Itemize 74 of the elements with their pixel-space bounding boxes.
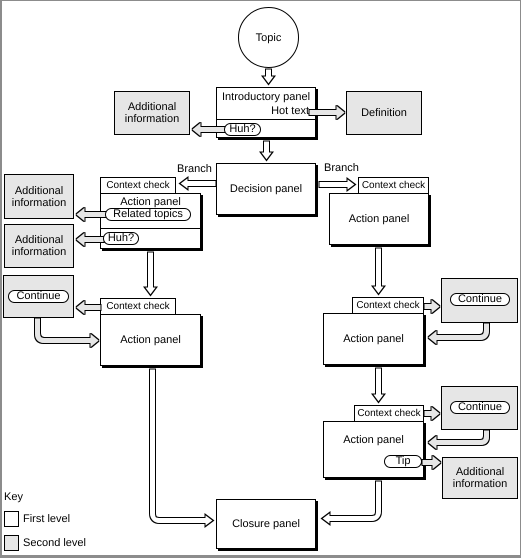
arrow: [259, 140, 274, 162]
box-label: Additional information: [124, 101, 180, 125]
arrow: [320, 480, 382, 526]
arrow: [149, 368, 214, 528]
shaded-box: [4, 174, 74, 219]
shaded-box: [442, 457, 518, 499]
shaded-box: [346, 91, 422, 135]
pill-button: Related topics: [105, 208, 191, 221]
hot-text: Hot text: [271, 104, 309, 117]
arrow: [35, 318, 98, 347]
panel-label: Action panel: [120, 196, 181, 208]
arrow: [261, 68, 276, 86]
panel-box: [216, 163, 316, 215]
tab-box: [352, 297, 424, 314]
panel-label: Action panel: [348, 213, 410, 225]
pill-button: Continue: [8, 290, 69, 303]
tab-label: Context check: [106, 180, 170, 192]
panel-label: Action panel: [120, 334, 181, 346]
arrow: [371, 368, 386, 404]
arrow: [178, 176, 216, 191]
box-label: Additional information: [10, 184, 68, 208]
panel-box: [216, 87, 316, 138]
shaded-box: [114, 91, 190, 135]
arrow: [76, 233, 104, 246]
panel-box: [100, 193, 201, 249]
tab-label: Context check: [106, 300, 170, 312]
tab-box: [354, 405, 424, 422]
pill-button: Huh?: [224, 123, 261, 136]
legend-label: First level: [23, 513, 70, 525]
tab-label: Context check: [362, 180, 426, 192]
panel-label: Decision panel: [230, 183, 302, 195]
arrow: [76, 301, 100, 314]
panel-label: Closure panel: [232, 518, 300, 530]
arrow: [310, 106, 344, 119]
tab-box: [358, 177, 429, 194]
pill-button: Huh?: [103, 232, 139, 245]
circle-label: Topic: [256, 32, 282, 44]
shaded-box: [3, 275, 74, 318]
pill-button: Continue: [450, 401, 510, 414]
panel-box: [329, 193, 429, 245]
arrow: [424, 300, 440, 313]
arrow: [424, 407, 440, 420]
panel-label: Action panel: [343, 333, 404, 345]
panel-box: [323, 313, 424, 365]
legend-label: Second level: [23, 537, 86, 549]
tab-box: [100, 298, 176, 315]
box-label: Definition: [361, 107, 407, 119]
edge-label: Branch: [176, 163, 213, 175]
tab-label: Context check: [357, 408, 421, 420]
panel-box: [216, 499, 316, 549]
panel-label: Action panel: [343, 434, 404, 446]
arrow: [371, 248, 386, 296]
key-title: Key: [4, 491, 23, 503]
tab-box: [100, 177, 176, 194]
arrow: [76, 208, 106, 221]
tab-label: Context check: [356, 300, 420, 312]
pill-button: Tip: [384, 455, 422, 468]
box-label: Additional information: [452, 466, 508, 490]
arrow: [428, 430, 489, 449]
edge-label: Branch: [323, 162, 360, 174]
arrow: [143, 252, 158, 296]
shaded-box: [441, 278, 518, 323]
arrow: [428, 324, 489, 344]
arrow: [318, 177, 356, 192]
shaded-box: [441, 386, 518, 430]
box-label: Additional information: [10, 234, 68, 258]
panel-box: [100, 314, 201, 366]
panel-label: Introductory panel: [222, 91, 310, 103]
start-circle: [238, 7, 299, 68]
arrow: [422, 456, 440, 469]
shaded-box: [4, 224, 74, 268]
panel-box: [323, 421, 424, 478]
pill-button: Continue: [450, 293, 510, 306]
arrow: [192, 123, 224, 136]
